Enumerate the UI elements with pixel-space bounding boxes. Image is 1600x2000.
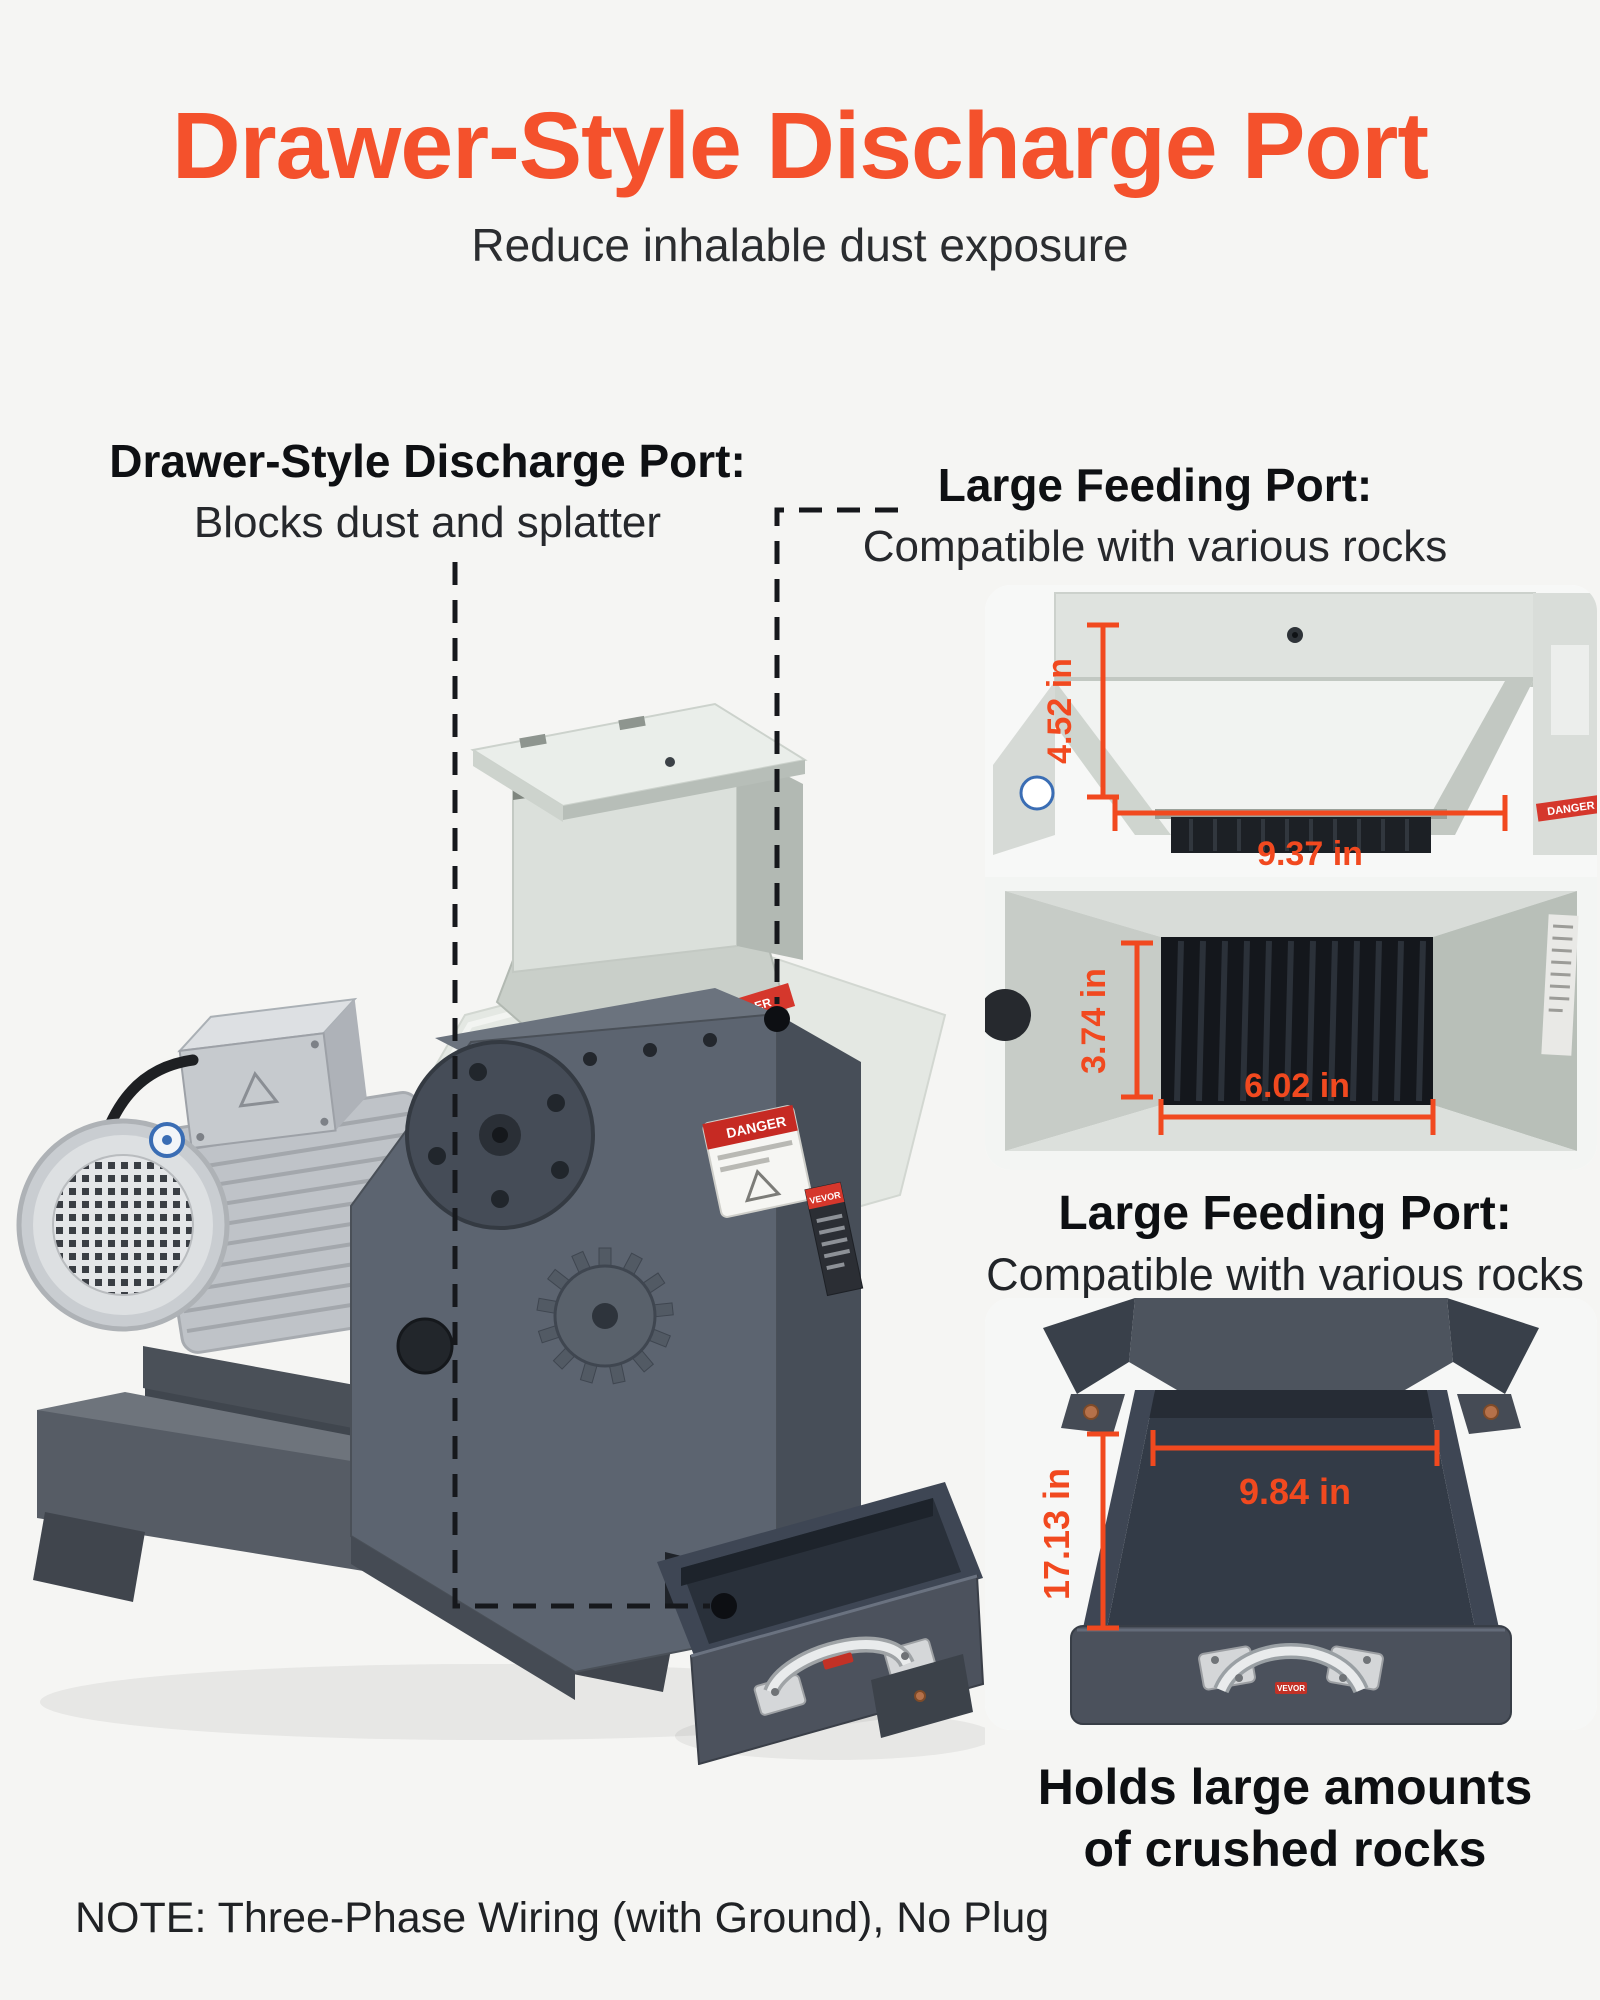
feeding-caption-desc: Compatible with various rocks <box>986 1249 1584 1300</box>
dim-line-inner-width <box>1158 1099 1436 1135</box>
motor-junction-box <box>177 997 367 1150</box>
dim-opening-height: 4.52 in <box>1041 658 1079 764</box>
wiring-note: NOTE: Three-Phase Wiring (with Ground), … <box>75 1894 1050 1942</box>
callout-discharge-desc: Blocks dust and splatter <box>193 498 662 547</box>
drawer-caption: Holds large amounts of crushed rocks <box>965 1756 1600 1880</box>
dim-line-opening-width <box>1112 795 1508 831</box>
crusher-bottom-block <box>1043 1298 1539 1434</box>
dim-line-drawer-width <box>1150 1430 1440 1466</box>
drawer-inset-card: VEVOR 9.84 in 17.13 in <box>985 1298 1597 1730</box>
dim-line-inner-height <box>1121 940 1153 1100</box>
callout-discharge-title: Drawer-Style Discharge Port: <box>109 435 746 487</box>
dim-inner-width: 6.02 in <box>1244 1067 1350 1105</box>
drawer-front <box>1070 1625 1512 1725</box>
hopper-topdown-view: 3.74 in 6.02 in <box>985 877 1597 1170</box>
callout-feeding-port: Large Feeding Port: Compatible with vari… <box>855 458 1455 572</box>
feed-opening <box>1161 937 1433 1105</box>
feeding-port-inset-illustration: DANGER 4.52 in <box>985 585 1597 1170</box>
feeding-caption-title: Large Feeding Port: <box>1058 1187 1512 1240</box>
page-subtitle: Reduce inhalable dust exposure <box>471 219 1129 271</box>
drawer-caption-line1: Holds large amounts <box>1037 1759 1533 1815</box>
callout-feeding-title: Large Feeding Port: <box>937 459 1373 511</box>
hopper-open-view: DANGER 4.52 in <box>985 585 1597 877</box>
brand-sticker: VEVOR <box>804 1181 864 1297</box>
feeding-port-inset-card: DANGER 4.52 in <box>985 585 1597 1170</box>
motor-end-cap <box>16 1118 230 1332</box>
drawer-inset-illustration: VEVOR 9.84 in 17.13 in <box>985 1298 1597 1730</box>
side-knob <box>985 989 1031 1041</box>
callout-discharge-port: Drawer-Style Discharge Port: Blocks dust… <box>55 434 800 548</box>
handle-brand-chip <box>822 1652 854 1670</box>
bearing-flange <box>405 1040 595 1230</box>
discharge-drawer <box>657 1482 985 1765</box>
rock-crusher-photo: DANGER <box>15 640 985 1765</box>
badge-icon <box>1019 775 1055 811</box>
dim-inner-height: 3.74 in <box>1075 968 1113 1074</box>
electric-warning-icon <box>238 1070 280 1108</box>
warning-triangle-icon <box>744 1168 782 1203</box>
dim-drawer-depth: 17.13 in <box>1036 1468 1077 1600</box>
page-title: Drawer-Style Discharge Port <box>172 93 1429 199</box>
danger-sticker: DANGER <box>702 1105 813 1218</box>
feeding-port-caption: Large Feeding Port: Compatible with vari… <box>965 1186 1600 1301</box>
dim-opening-width: 9.37 in <box>1257 835 1363 873</box>
base-foot-left <box>33 1512 145 1602</box>
handle-brand-label: VEVOR <box>1277 1684 1305 1693</box>
callout-feeding-desc: Compatible with various rocks <box>862 522 1448 571</box>
mount-screw-right <box>1483 1404 1499 1420</box>
dim-line-drawer-depth <box>1087 1431 1119 1631</box>
rock-crusher-illustration: DANGER <box>16 702 985 1765</box>
drawer-handle-topview: VEVOR <box>1198 1643 1384 1694</box>
dim-drawer-width: 9.84 in <box>1239 1471 1351 1512</box>
mount-screw-left <box>1083 1404 1099 1420</box>
drawer-caption-line2: of crushed rocks <box>1083 1821 1487 1877</box>
shaft-stub <box>396 1317 454 1375</box>
motor-fan-grille <box>52 1154 194 1296</box>
